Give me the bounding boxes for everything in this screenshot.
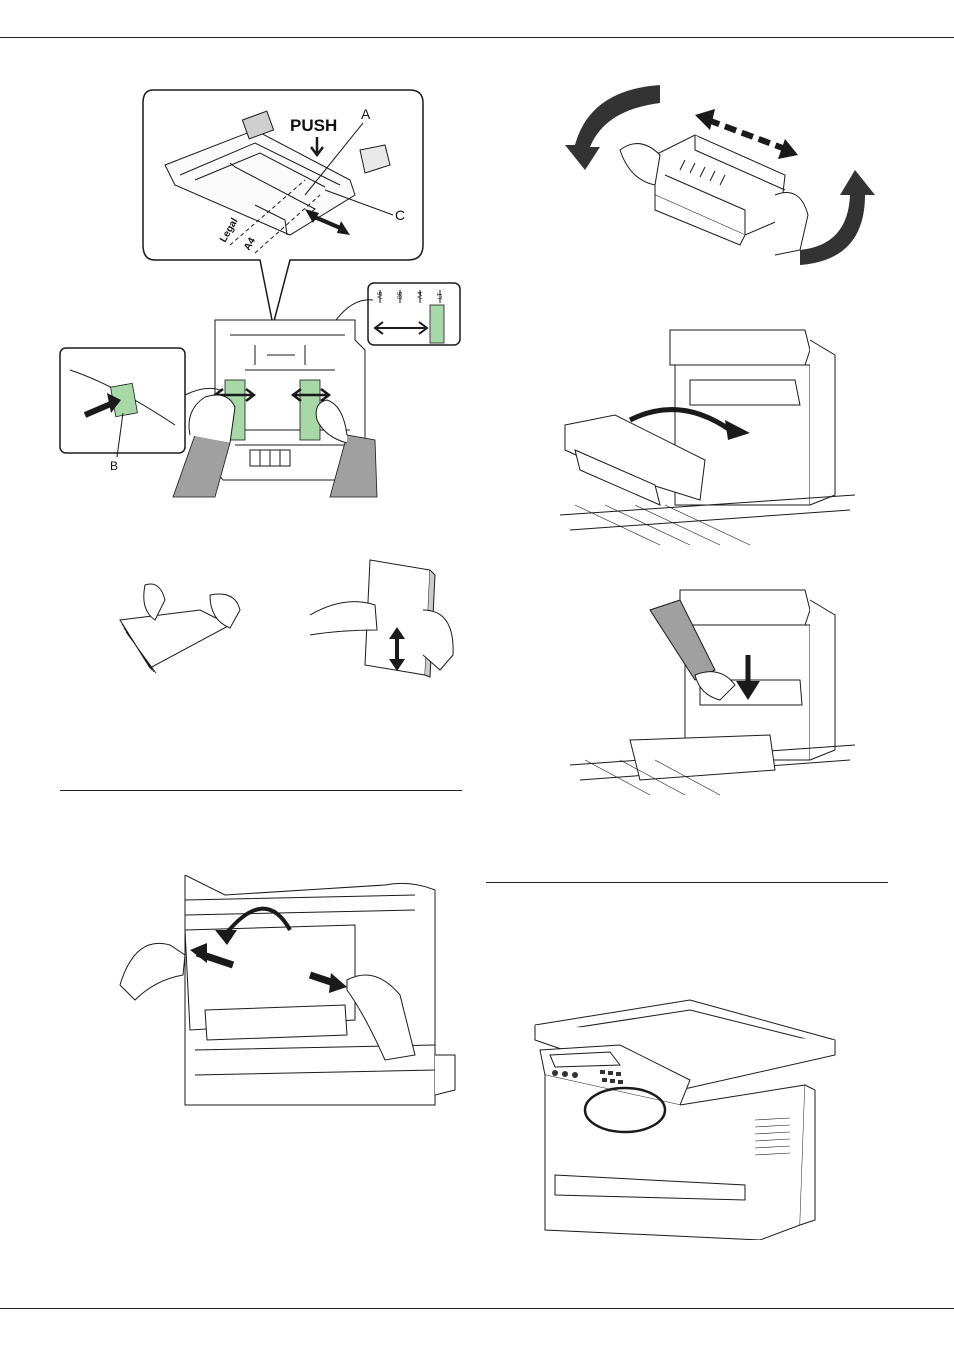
rotate-arrow-right bbox=[800, 170, 875, 265]
paper-fan-figure bbox=[110, 580, 250, 675]
label-c: C bbox=[395, 207, 405, 223]
toner-insert-figure bbox=[560, 325, 860, 550]
label-a: A bbox=[361, 106, 371, 122]
footer-rule bbox=[0, 1308, 954, 1309]
machine-overview-figure bbox=[530, 995, 840, 1240]
toner-shake-figure bbox=[560, 75, 880, 275]
section-rule-right bbox=[486, 882, 888, 883]
cover-open-figure bbox=[115, 875, 460, 1110]
scale-mark-label: B5 bbox=[398, 291, 404, 299]
scale-mark-label: A4 bbox=[418, 291, 424, 299]
shake-arrow bbox=[708, 120, 788, 150]
push-label: PUSH bbox=[290, 116, 337, 135]
toner-push-figure bbox=[570, 585, 860, 810]
scale-mark-label: A5 bbox=[378, 291, 384, 299]
scale-mark-label: LT bbox=[438, 292, 444, 299]
section-rule-left bbox=[60, 790, 462, 791]
header-rule bbox=[0, 37, 954, 38]
paper-tap-figure bbox=[305, 555, 465, 680]
label-b: B bbox=[110, 459, 118, 473]
toner-cartridge bbox=[655, 135, 785, 245]
